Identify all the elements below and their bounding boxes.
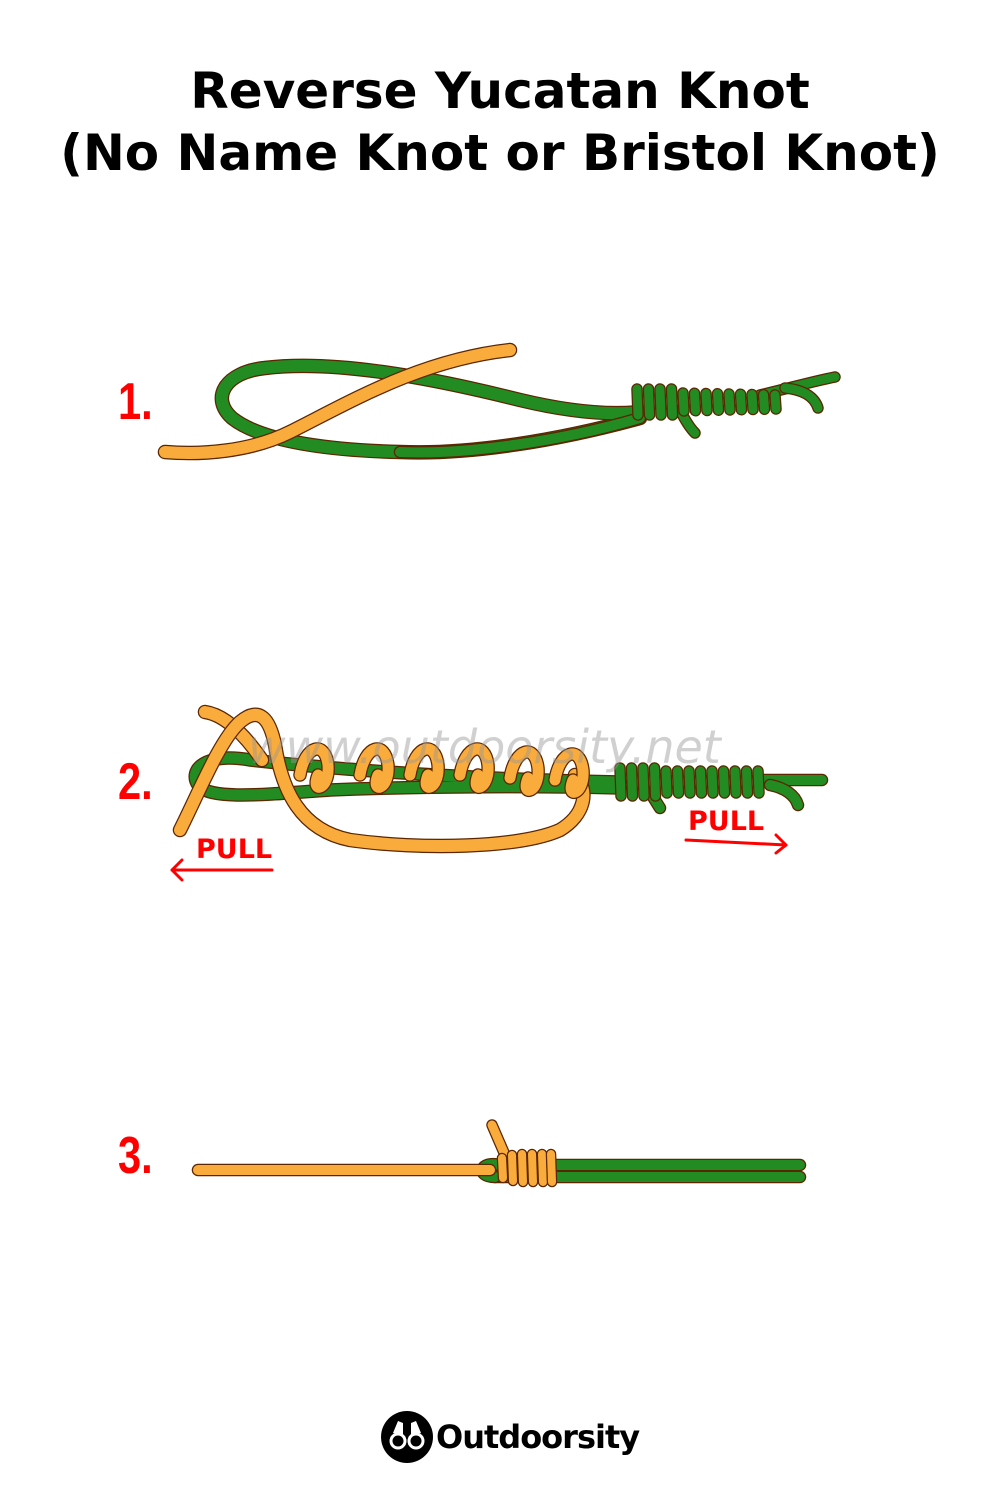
pull-right-label: PULL xyxy=(688,806,765,837)
pull-right-arrow xyxy=(684,833,788,855)
pull-left-label: PULL xyxy=(196,834,273,865)
green-line xyxy=(765,780,803,810)
wrap-turn xyxy=(632,384,643,420)
wrap-turn xyxy=(713,389,723,415)
wrap-turn xyxy=(719,766,729,798)
step-3-number: 3. xyxy=(118,1127,153,1185)
title-line-1: Reverse Yucatan Knot xyxy=(190,62,810,120)
wrap-turn xyxy=(615,763,626,801)
pull-left-arrow xyxy=(170,858,274,882)
wrap-turn xyxy=(684,766,695,798)
wrap-turn xyxy=(650,763,660,801)
wrap-turn xyxy=(638,763,649,801)
wrap-turn xyxy=(627,763,637,801)
wrap-turn xyxy=(742,766,752,798)
wrap-turn xyxy=(770,390,781,414)
binoculars-icon xyxy=(381,1411,433,1463)
wrap-turn xyxy=(707,766,718,798)
wrap-turn xyxy=(498,1154,507,1182)
wrap-turn xyxy=(528,1150,537,1186)
step-2-number: 2. xyxy=(118,753,153,811)
wrap-turn xyxy=(667,384,677,420)
step-2-illustration xyxy=(170,704,829,882)
step-1-number: 1. xyxy=(118,373,153,431)
step-3-illustration xyxy=(191,1119,807,1188)
logo-text: Outdoorsity xyxy=(436,1418,640,1456)
green-line xyxy=(780,383,823,413)
green-line xyxy=(395,413,645,458)
wrap-turn xyxy=(724,389,735,415)
wrap-turn xyxy=(518,1150,527,1186)
wrap-turn xyxy=(753,766,764,798)
wrap-turn xyxy=(736,389,746,415)
wrap-turn xyxy=(759,390,769,414)
wrap-turn xyxy=(538,1150,547,1186)
orange-line xyxy=(174,708,590,852)
wrap-turn xyxy=(747,390,758,414)
orange-line xyxy=(294,743,589,798)
wrap-turn xyxy=(673,766,683,798)
wrap-turn xyxy=(690,388,700,416)
wrap-turn xyxy=(678,388,689,416)
step-1-illustration xyxy=(157,342,841,461)
wrap-turn xyxy=(508,1151,517,1185)
wrap-turn xyxy=(644,384,654,420)
wrap-turn xyxy=(547,1150,556,1186)
wrap-turn xyxy=(730,766,741,798)
orange-line xyxy=(487,1120,510,1160)
wrap-turn xyxy=(655,384,666,420)
title-line-2: (No Name Knot or Bristol Knot) xyxy=(60,124,940,182)
wrap-turn xyxy=(696,766,706,798)
watermark: www.outdoorsity.net xyxy=(248,720,721,774)
orange-line xyxy=(159,344,516,459)
wrap-turn xyxy=(661,766,672,798)
wrap-turn xyxy=(701,389,712,415)
